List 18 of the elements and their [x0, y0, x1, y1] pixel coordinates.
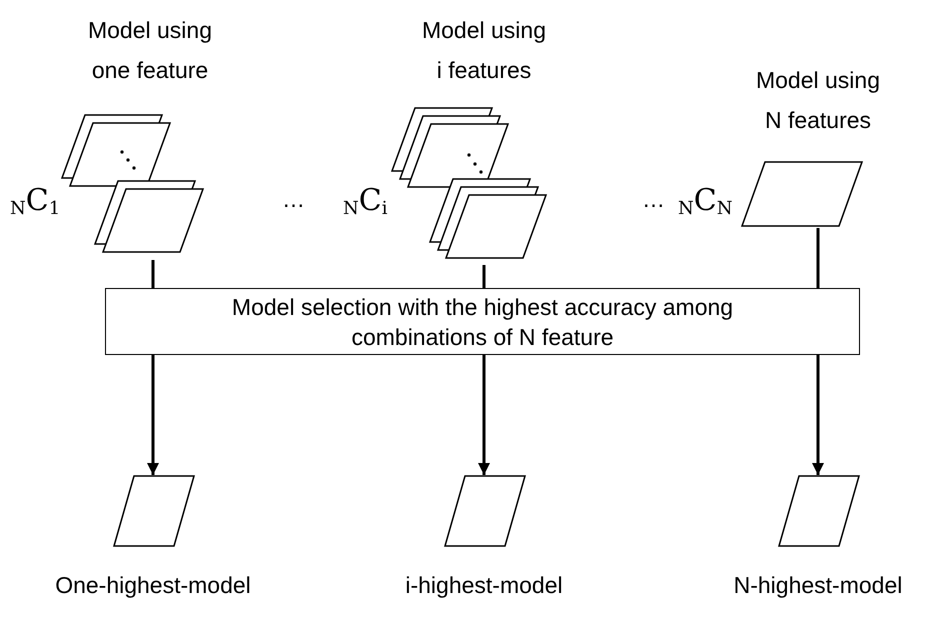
node-heading: Model using one feature — [86, 16, 214, 85]
connector-line — [152, 260, 154, 288]
arrow — [812, 355, 824, 475]
node-caption: i-highest-model — [404, 572, 564, 599]
arrow — [478, 355, 490, 475]
ellipsis-text: … — [642, 186, 665, 213]
ellipsis-text: … — [282, 186, 305, 213]
node-caption: One-highest-model — [54, 572, 252, 599]
combination-count: $_{N}$C$_{i}$ — [343, 183, 388, 219]
node-heading: Model using i features — [420, 16, 548, 85]
combination-count: $_{N}$C$_{1}$ — [10, 183, 60, 219]
combination-count: $_{N}$C$_{N}$ — [678, 183, 732, 219]
node-caption: N-highest-model — [732, 572, 904, 599]
connector-line — [816, 228, 820, 288]
arrow — [147, 355, 159, 475]
node-heading: Model using N features — [754, 66, 882, 135]
process-box: Model selection with the highest accuracy among combinations of N feature — [105, 288, 860, 355]
connector-line — [482, 265, 486, 288]
